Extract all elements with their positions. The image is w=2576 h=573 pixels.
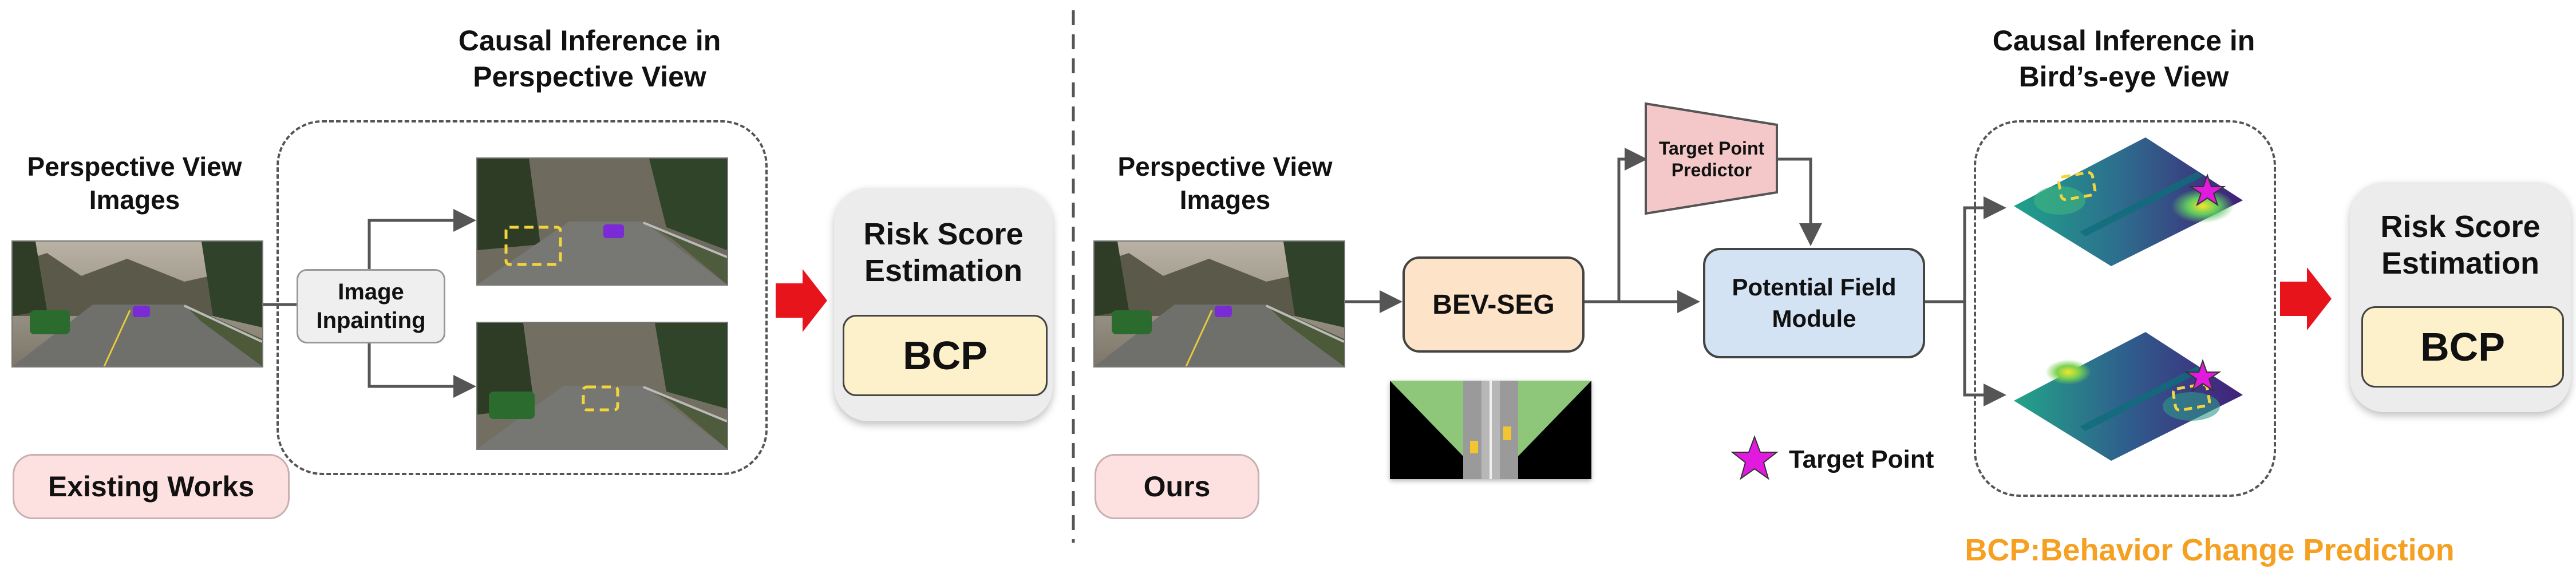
right-pv-image: [1093, 240, 1345, 367]
left-causal-region: [276, 120, 768, 475]
left-bcp-box: BCP: [843, 315, 1048, 396]
image-inpainting-box: Image Inpainting: [297, 269, 445, 343]
potential-field-top: [2014, 137, 2243, 266]
connector-to-bottom-field: [1963, 302, 2006, 406]
target-point-legend-label: Target Point: [1789, 445, 1934, 473]
left-pv-label: Perspective View Images: [27, 152, 242, 215]
right-causal-title: Causal Inference in Bird’s-eye View: [1992, 25, 2255, 93]
bev-seg-map: [1390, 381, 1591, 479]
inpainted-image-top: [476, 157, 728, 286]
right-bcp-box: BCP: [2361, 306, 2564, 388]
right-arrow-icon: [2280, 267, 2332, 330]
left-causal-title: Causal Inference in Perspective View: [458, 25, 721, 93]
bev-seg-box: BEV-SEG: [1402, 256, 1585, 353]
potential-field-bottom: [2014, 332, 2243, 461]
connector-inpaint-to-top: [368, 209, 476, 272]
target-point-predictor-label: Target Point Predictor: [1658, 138, 1765, 181]
left-pv-image: [11, 240, 263, 367]
target-point-predictor-shape: [1645, 102, 1778, 215]
connector-tpp-to-pfm: [1777, 157, 1822, 246]
left-risk-title: Risk Score Estimation: [863, 217, 1024, 288]
connector-bevseg-to-tpp: [1617, 148, 1647, 302]
ours-label: Ours: [1095, 454, 1259, 519]
right-arrow-icon: [776, 269, 827, 332]
existing-works-label: Existing Works: [13, 454, 290, 519]
inpainted-image-bottom: [476, 322, 728, 450]
connector-inpaint-to-bottom: [368, 341, 476, 398]
right-pv-label: Perspective View Images: [1117, 152, 1333, 215]
right-causal-region: [1974, 120, 2276, 497]
star-icon: [1730, 435, 1779, 480]
potential-field-module-box: Potential Field Module: [1703, 248, 1925, 358]
right-risk-title: Risk Score Estimation: [2380, 210, 2541, 280]
footnote-bcp-definition: BCP:Behavior Change Prediction: [1965, 533, 2455, 567]
